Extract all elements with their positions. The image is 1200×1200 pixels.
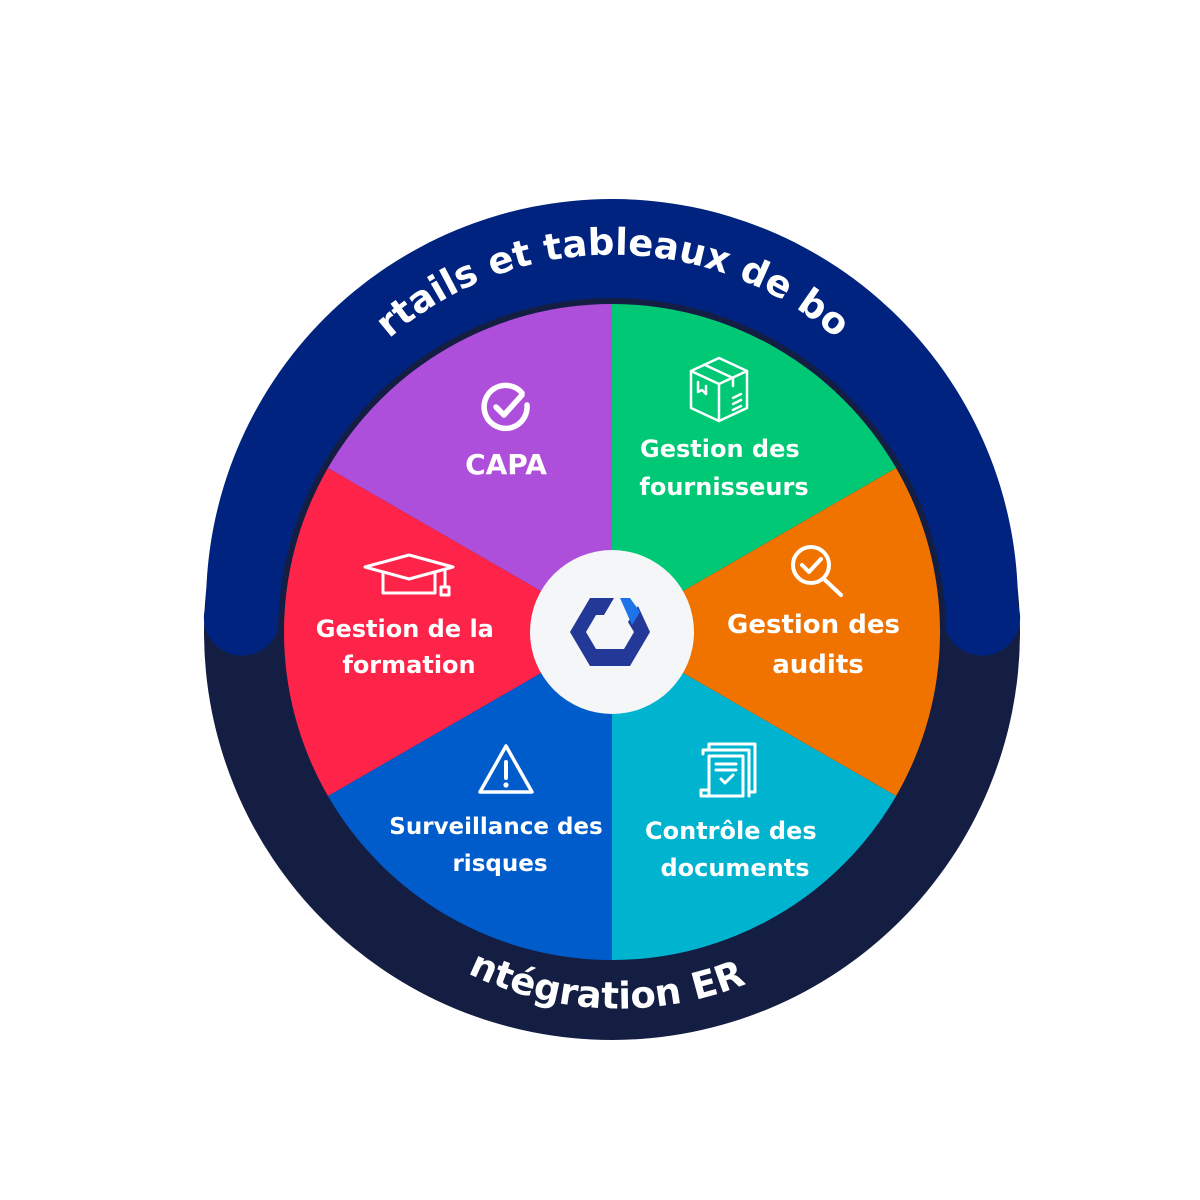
graduation-cap-icon [363,553,455,597]
segment-labels: CAPA Gestion des fournisseurs Gestion de… [316,435,909,882]
outer-ring-top [203,199,1021,656]
segment-capa [612,303,897,632]
center-hub [530,550,694,714]
brand-logo-icon [570,598,650,666]
center-disc [530,550,694,714]
segment-label-documents: Contrôle des documents [645,817,825,882]
segment-label-risques: Surveillance des risques [389,814,610,877]
segment-icons [363,356,843,798]
segment-label-capa: CAPA [465,448,547,481]
segment-label-audits: Gestion des audits [727,610,909,680]
package-box-icon [689,356,749,423]
segment-risques [283,468,612,796]
segment-documents [327,632,612,960]
segment-label-formation: Gestion de la formation [316,615,502,679]
segment-label-fournisseurs: Gestion des fournisseurs [639,435,808,501]
check-circle-icon [481,382,530,432]
segment-formation [327,304,612,632]
segment-audits [612,632,897,960]
documents-stack-icon [699,742,757,798]
wheel-segments [283,303,941,960]
warning-triangle-icon [478,744,534,794]
segment-fournisseurs [612,468,941,796]
magnifier-check-icon [791,545,843,597]
